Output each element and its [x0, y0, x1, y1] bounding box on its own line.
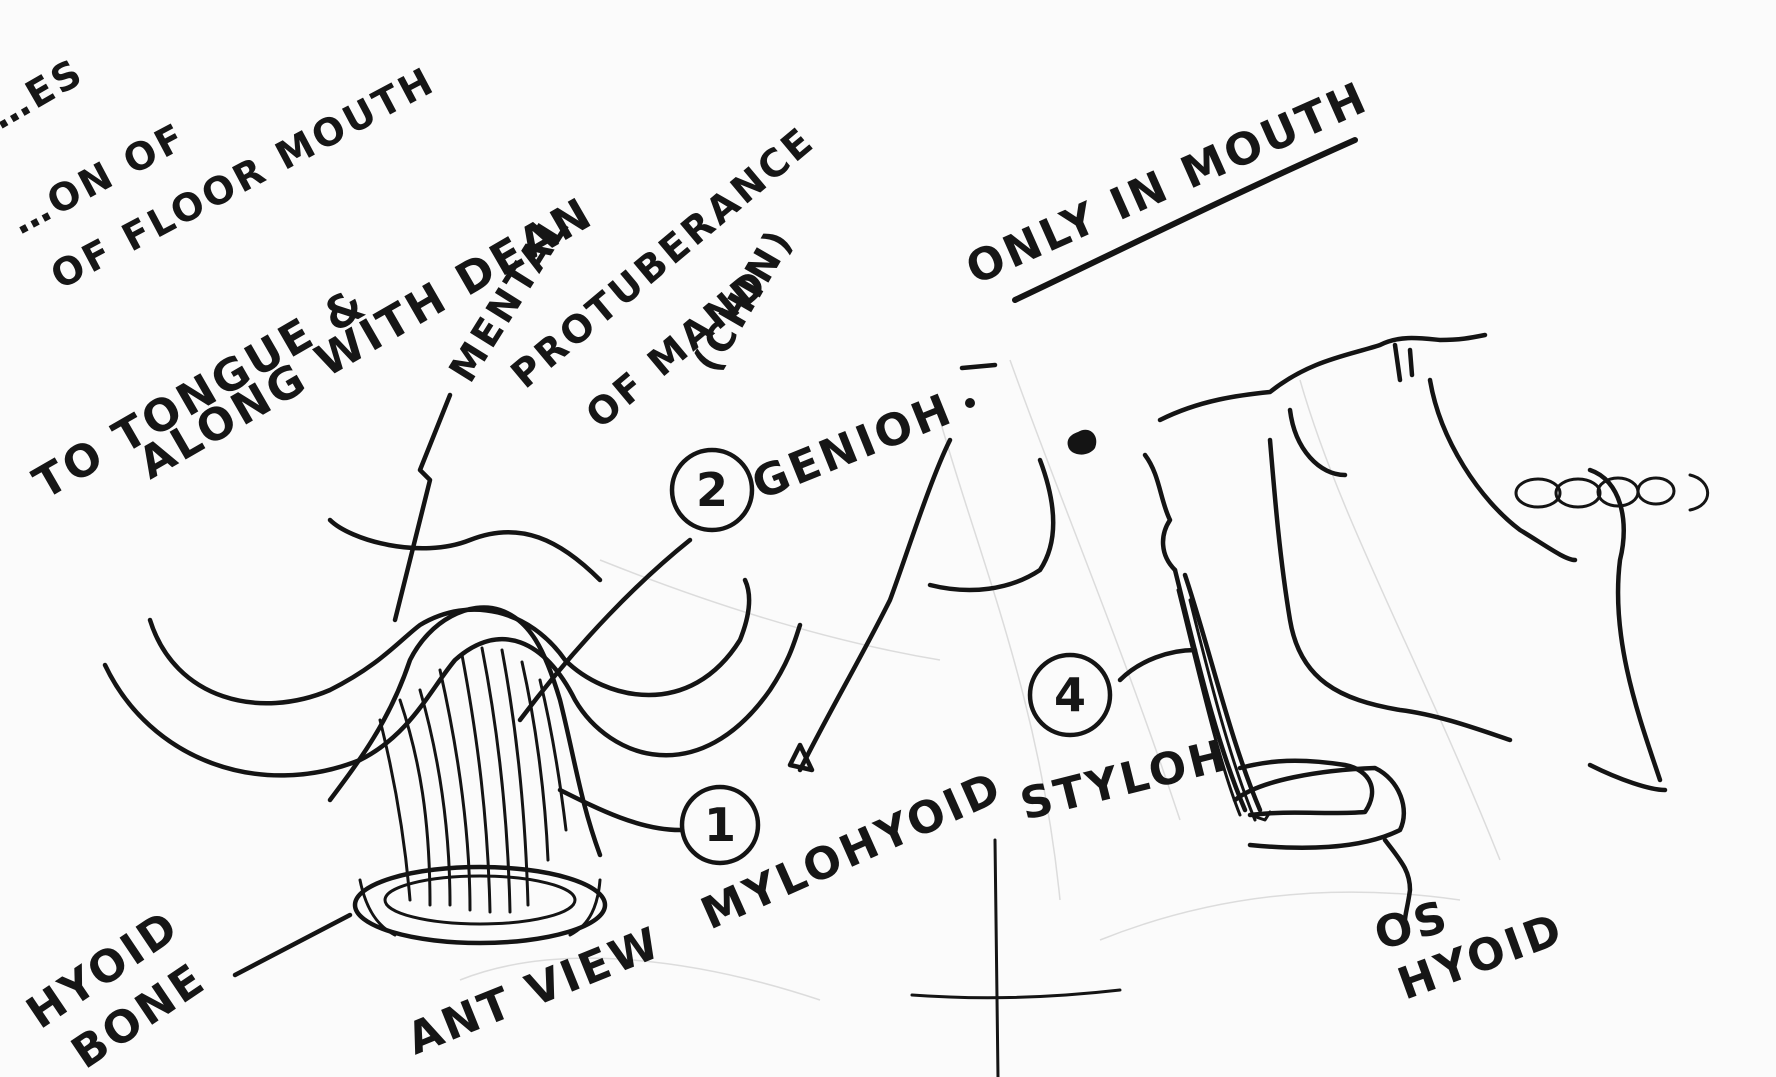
- marker-2: 2: [672, 450, 752, 530]
- marker-1: 1: [682, 787, 758, 863]
- cross-mark: [912, 840, 1120, 1077]
- faint-pencil-traces: [460, 360, 1500, 1000]
- mylohyoid-label: MYLOHYOID: [694, 762, 1011, 940]
- stylohyoid-number: 4: [1054, 668, 1086, 722]
- tongue-line1-label: TO TONGUE &: [25, 278, 376, 510]
- geniohyoid-number: 2: [696, 463, 728, 517]
- mylohyoid-number: 1: [704, 798, 736, 852]
- stylohyoid-label: STYLOH: [1015, 730, 1233, 831]
- marker-4: 4: [1030, 655, 1110, 735]
- only-in-mouth-label: ONLY IN MOUTH: [959, 72, 1376, 295]
- corner-fragment-label: …ES: [0, 50, 91, 138]
